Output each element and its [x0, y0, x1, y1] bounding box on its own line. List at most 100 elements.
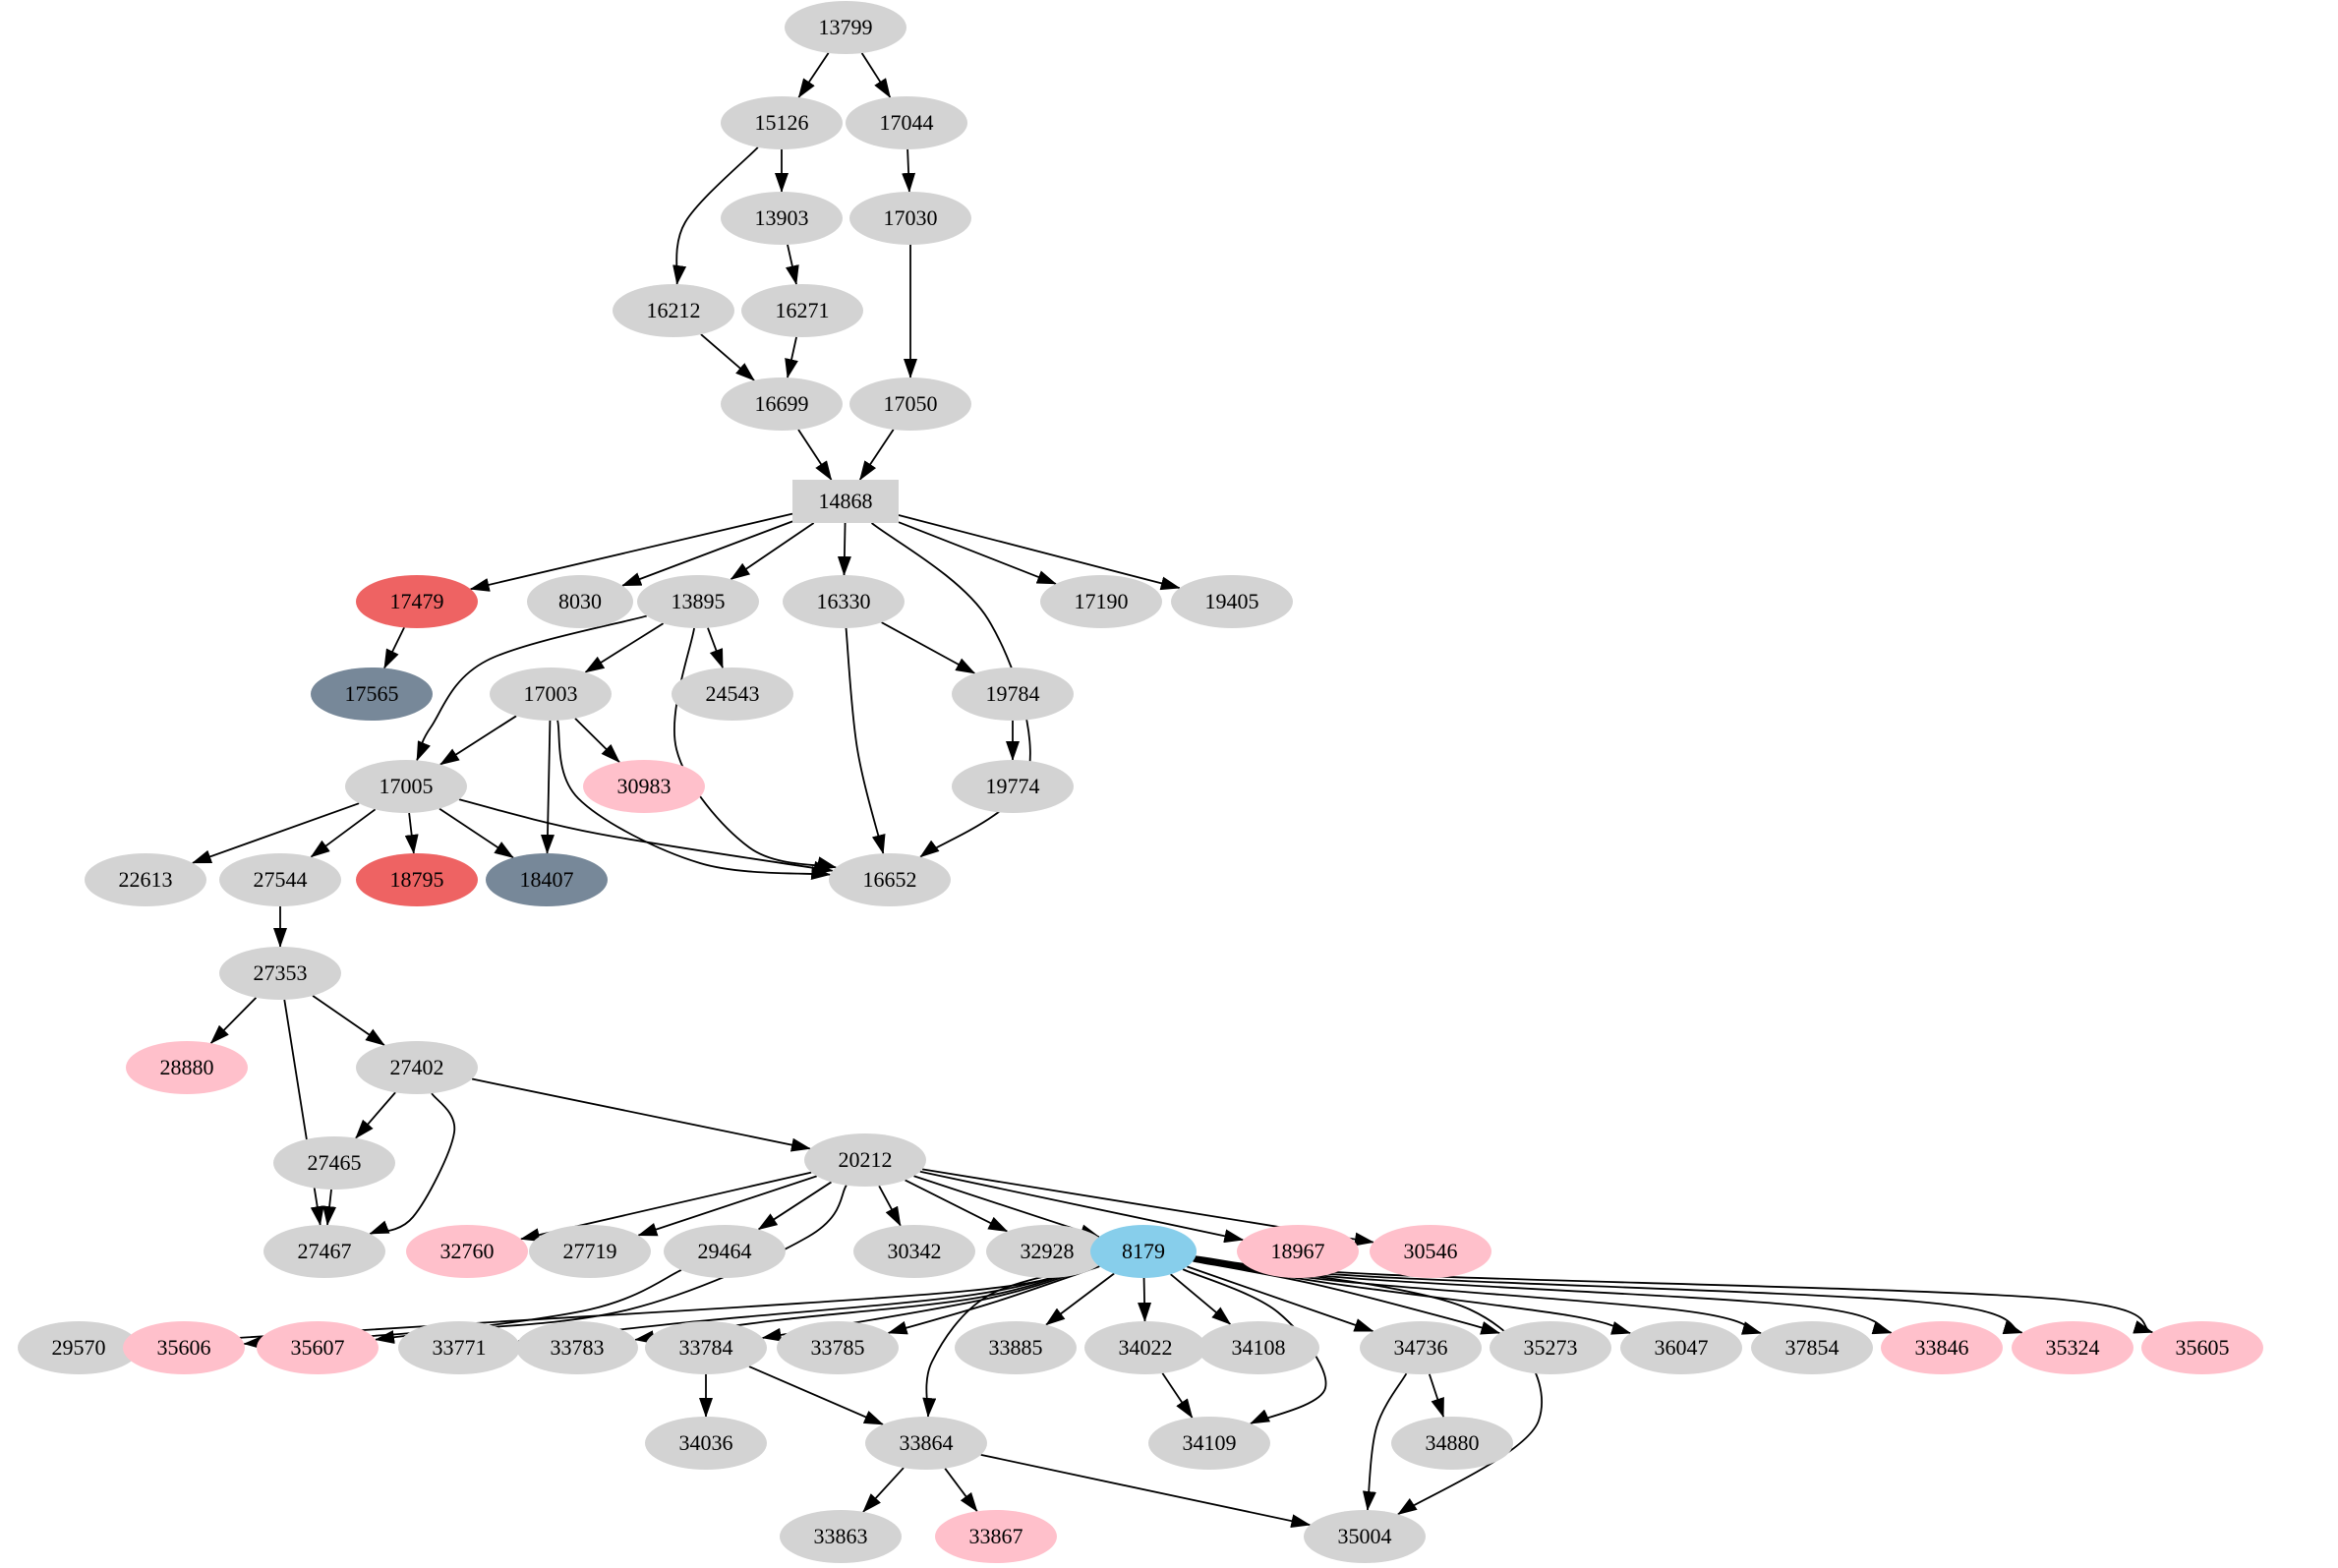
node-ellipse-shape	[1304, 1510, 1426, 1563]
node-ellipse-shape	[1490, 1321, 1611, 1374]
edge-16271-16699	[785, 336, 798, 379]
node-22613: 22613	[85, 853, 206, 906]
node-label: 34036	[679, 1430, 733, 1455]
node-label: 8179	[1122, 1239, 1165, 1263]
node-label: 33784	[679, 1335, 733, 1360]
node-ellipse-shape	[935, 1510, 1057, 1563]
node-label: 33863	[814, 1524, 868, 1548]
node-ellipse-shape	[783, 575, 905, 628]
edge-17005-18407	[438, 807, 514, 859]
edge-8179-35273	[1193, 1259, 1501, 1335]
node-33864: 33864	[865, 1417, 987, 1470]
node-19784: 19784	[952, 668, 1074, 721]
node-ellipse-shape	[741, 284, 863, 337]
node-17479: 17479	[356, 575, 478, 628]
edge-8179-33885	[1045, 1272, 1115, 1326]
edge-17003-16652	[556, 720, 832, 880]
node-ellipse-shape	[849, 377, 971, 431]
node-label: 27719	[563, 1239, 617, 1263]
node-35607: 35607	[257, 1321, 379, 1374]
edge-33864-33867	[944, 1468, 978, 1513]
node-16652: 16652	[829, 853, 951, 906]
node-label: 35273	[1524, 1335, 1578, 1360]
edge-27402-20212	[471, 1077, 811, 1152]
node-ellipse-shape	[529, 1225, 651, 1278]
node-label: 29570	[52, 1335, 106, 1360]
node-ellipse-shape	[356, 1041, 478, 1094]
edge-14868-8030	[621, 520, 793, 587]
node-ellipse-shape	[672, 668, 793, 721]
node-13799: 13799	[785, 1, 906, 54]
node-ellipse-shape	[219, 947, 341, 1000]
node-label: 27467	[298, 1239, 352, 1263]
node-ellipse-shape	[829, 853, 951, 906]
node-label: 19405	[1205, 589, 1259, 613]
node-label: 13903	[755, 205, 809, 230]
node-ellipse-shape	[637, 575, 759, 628]
node-29570: 29570	[18, 1321, 140, 1374]
edge-14868-17479	[469, 512, 793, 592]
node-27465: 27465	[273, 1136, 395, 1190]
edge-20212-27719	[637, 1175, 817, 1237]
node-33784: 33784	[645, 1321, 767, 1374]
edge-14868-13895	[730, 522, 815, 581]
node-label: 14868	[819, 489, 873, 513]
edge-8179-37854	[1194, 1257, 1763, 1335]
node-ellipse-shape	[486, 853, 608, 906]
node-ellipse-shape	[1198, 1321, 1319, 1374]
node-label: 16652	[863, 867, 917, 892]
node-ellipse-shape	[2141, 1321, 2263, 1374]
node-ellipse-shape	[345, 760, 467, 813]
edge-27402-27465	[355, 1091, 396, 1139]
edge-13895-16652	[672, 627, 838, 870]
edge-13903-16271	[786, 244, 799, 286]
node-label: 16271	[776, 298, 830, 322]
node-17044: 17044	[846, 96, 967, 149]
node-label: 37854	[1785, 1335, 1840, 1360]
node-label: 33846	[1915, 1335, 1969, 1360]
node-16212: 16212	[613, 284, 734, 337]
node-ellipse-shape	[257, 1321, 379, 1374]
node-label: 27465	[308, 1150, 362, 1175]
node-box-shape	[792, 480, 899, 523]
edge-27465-27467	[322, 1189, 337, 1227]
edge-20212-32928	[905, 1179, 1009, 1233]
node-label: 27544	[254, 867, 308, 892]
node-label: 27402	[390, 1055, 444, 1079]
node-32760: 32760	[406, 1225, 528, 1278]
node-28880: 28880	[126, 1041, 248, 1094]
node-ellipse-shape	[1090, 1225, 1197, 1278]
node-35273: 35273	[1490, 1321, 1611, 1374]
edge-17005-18795	[404, 812, 419, 855]
node-ellipse-shape	[263, 1225, 385, 1278]
node-ellipse-shape	[398, 1321, 520, 1374]
node-label: 22613	[119, 867, 173, 892]
node-30342: 30342	[853, 1225, 975, 1278]
node-ellipse-shape	[126, 1041, 248, 1094]
node-ellipse-shape	[952, 760, 1074, 813]
node-label: 33783	[551, 1335, 605, 1360]
node-33771: 33771	[398, 1321, 520, 1374]
node-33867: 33867	[935, 1510, 1057, 1563]
node-ellipse-shape	[849, 192, 971, 245]
node-27467: 27467	[263, 1225, 385, 1278]
node-17005: 17005	[345, 760, 467, 813]
node-ellipse-shape	[1360, 1321, 1482, 1374]
node-ellipse-shape	[1084, 1321, 1206, 1374]
node-label: 17050	[884, 391, 938, 416]
node-ellipse-shape	[1040, 575, 1162, 628]
node-label: 35606	[157, 1335, 211, 1360]
node-30983: 30983	[583, 760, 705, 813]
node-label: 15126	[755, 110, 809, 135]
node-33783: 33783	[516, 1321, 638, 1374]
node-ellipse-shape	[613, 284, 734, 337]
edge-16330-19784	[881, 621, 976, 674]
node-29464: 29464	[664, 1225, 786, 1278]
node-ellipse-shape	[777, 1321, 899, 1374]
node-ellipse-shape	[955, 1321, 1077, 1374]
node-label: 33864	[900, 1430, 954, 1455]
node-label: 18407	[520, 867, 574, 892]
